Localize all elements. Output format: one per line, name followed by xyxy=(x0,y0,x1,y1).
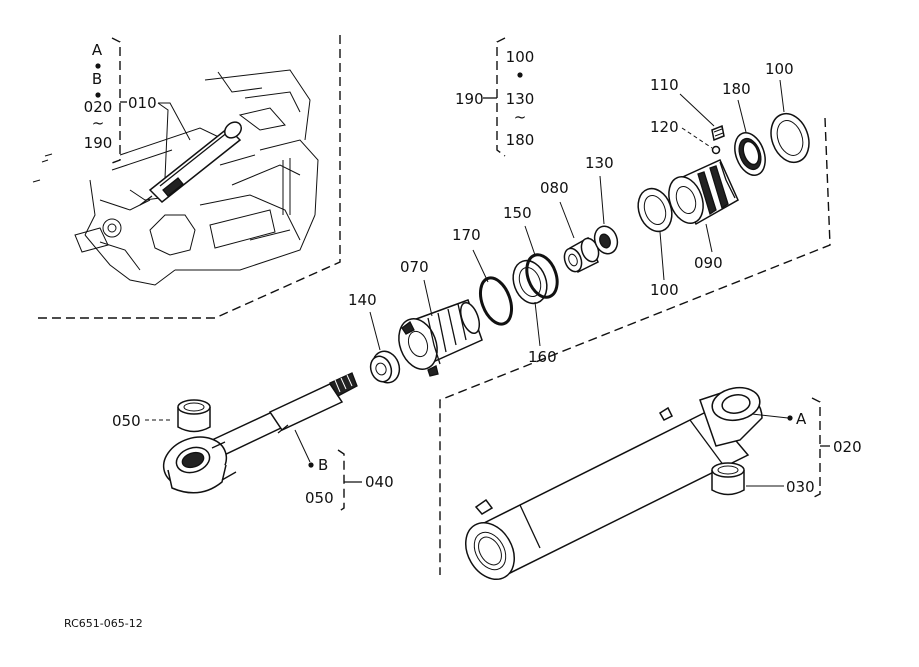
leader-150 xyxy=(524,225,536,256)
label-050-bottom: 050 xyxy=(305,489,334,507)
leader-160 xyxy=(534,301,541,347)
label-040: 040 xyxy=(365,473,394,491)
label-010: 010 xyxy=(128,94,157,112)
label-100-upper: 100 xyxy=(765,60,794,78)
bushing-030 xyxy=(711,462,745,496)
inset-label-start: 020 xyxy=(84,98,113,116)
nut-140 xyxy=(369,350,401,384)
rod-group-bracket xyxy=(337,449,345,513)
inset-border xyxy=(35,35,341,319)
group-190-tilde: ~ xyxy=(514,108,527,126)
bushing-050 xyxy=(177,399,211,433)
label-050-left: 050 xyxy=(112,412,141,430)
leader-110 xyxy=(679,93,715,127)
seal-180 xyxy=(734,132,766,176)
leader-070 xyxy=(423,279,433,317)
piston-rod xyxy=(162,372,358,494)
gland-090 xyxy=(668,159,739,226)
leader-010b xyxy=(157,102,169,179)
inset-machine-view: A B 020 ~ 190 010 xyxy=(32,35,341,319)
leader-100-lower xyxy=(659,231,665,281)
label-140: 140 xyxy=(348,291,377,309)
leader-080 xyxy=(559,201,575,239)
inset-cylinder xyxy=(139,121,242,206)
inset-group-bracket xyxy=(111,37,121,164)
drawing-code: RC651-065-12 xyxy=(64,617,143,630)
barrel-group-dashed-outline xyxy=(439,117,831,575)
label-130: 130 xyxy=(585,154,614,172)
label-b-mark: B xyxy=(318,456,328,474)
group-190-second: 130 xyxy=(506,90,535,108)
leader-010a xyxy=(158,102,191,141)
leader-090 xyxy=(705,223,713,253)
label-120: 120 xyxy=(650,118,679,136)
cylinder-barrel-020 xyxy=(465,386,763,580)
group-190-end: 180 xyxy=(506,131,535,149)
label-190: 190 xyxy=(455,90,484,108)
washer-130 xyxy=(593,225,619,255)
label-020: 020 xyxy=(833,438,862,456)
spacer-080 xyxy=(563,236,600,274)
label-090: 090 xyxy=(694,254,723,272)
inset-label-a: A xyxy=(92,41,103,59)
leader-100-upper xyxy=(779,79,785,113)
label-030: 030 xyxy=(786,478,815,496)
ball-120 xyxy=(711,145,721,155)
group-190-label: 100 130 ~ 180 190 xyxy=(455,37,535,157)
leader-120 xyxy=(681,127,713,149)
barrel-group-bracket xyxy=(811,397,821,499)
label-180: 180 xyxy=(722,80,751,98)
label-080: 080 xyxy=(540,179,569,197)
piston-070 xyxy=(398,299,483,377)
group-190-first: 100 xyxy=(506,48,535,66)
inset-label-end: 190 xyxy=(84,134,113,152)
inset-label-b: B xyxy=(92,70,102,88)
inset-label-tilde: ~ xyxy=(92,114,105,132)
o-ring-170 xyxy=(478,276,514,326)
label-100-lower: 100 xyxy=(650,281,679,299)
label-150: 150 xyxy=(503,204,532,222)
inset-machine-sketch xyxy=(32,69,319,286)
label-a-mark: A xyxy=(796,410,807,428)
group-190-bracket xyxy=(496,37,506,157)
leader-140 xyxy=(369,311,381,351)
leader-130 xyxy=(599,175,605,225)
set-screw-110 xyxy=(711,124,725,142)
leader-a xyxy=(751,413,789,419)
label-110: 110 xyxy=(650,76,679,94)
leader-170 xyxy=(472,249,489,283)
seal-rings-150-160 xyxy=(512,253,559,305)
leader-180 xyxy=(737,99,747,133)
inset-label-group: A B 020 ~ 190 010 xyxy=(84,37,191,179)
leader-b xyxy=(294,429,311,463)
ring-100-upper xyxy=(770,112,810,164)
label-160: 160 xyxy=(528,348,557,366)
label-170: 170 xyxy=(452,226,481,244)
label-070: 070 xyxy=(400,258,429,276)
